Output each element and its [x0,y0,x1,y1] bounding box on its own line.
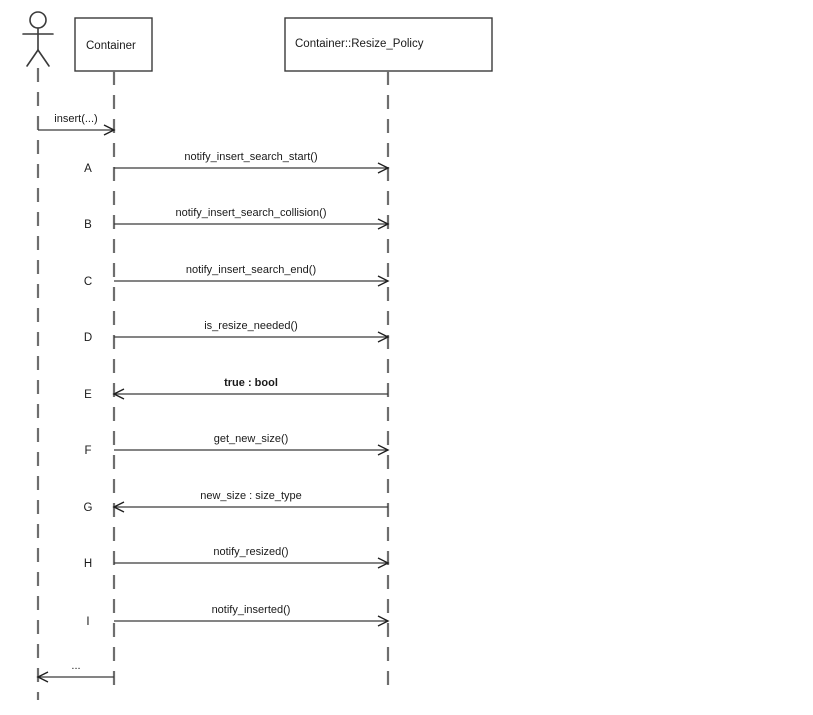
message-c[interactable]: notify_insert_search_end() C [84,264,390,288]
message-d[interactable]: is_resize_needed() D [84,320,390,344]
step-label-c: C [84,276,92,288]
message-label: ... [71,660,80,672]
message-unlabeled-0[interactable]: insert(...) [38,113,116,136]
step-label-e: E [84,389,92,401]
step-label-h: H [84,558,92,570]
participant-label-resize-policy: Container::Resize_Policy [295,38,424,50]
message-label: new_size : size_type [200,490,302,502]
message-i[interactable]: notify_inserted() I [86,604,390,628]
participant-label-container: Container [86,40,136,52]
message-arrowhead [377,444,390,456]
message-f[interactable]: get_new_size() F [84,433,390,457]
step-label-g: G [84,502,93,514]
message-arrowhead [103,124,116,136]
actor-stick-figure-icon [22,11,54,67]
message-label: get_new_size() [214,433,289,445]
message-label: notify_insert_search_end() [186,264,316,276]
message-arrowhead [377,615,390,627]
message-arrowhead [36,671,49,683]
message-arrowhead [112,388,125,400]
messages-layer: insert(...) notify_insert_search_start() A… [36,113,390,683]
message-arrowhead [377,218,390,230]
participant-box-resize-policy[interactable] [284,17,493,72]
step-label-b: B [84,219,92,231]
message-a[interactable]: notify_insert_search_start() A [84,151,390,175]
message-label: true : bool [224,377,278,389]
message-arrowhead [377,275,390,287]
message-arrowhead [112,501,125,513]
message-label: notify_resized() [213,546,288,558]
message-label: notify_insert_search_start() [184,151,317,163]
message-label: insert(...) [54,113,97,125]
message-arrowhead [377,162,390,174]
message-h[interactable]: notify_resized() H [84,546,390,570]
message-arrowhead [377,331,390,343]
step-label-i: I [86,616,89,628]
message-label: notify_insert_search_collision() [175,207,326,219]
message-label: is_resize_needed() [204,320,298,332]
message-label: notify_inserted() [212,604,291,616]
message-b[interactable]: notify_insert_search_collision() B [84,207,390,231]
participant-box-container[interactable] [74,17,153,72]
step-label-f: F [84,445,91,457]
step-label-d: D [84,332,92,344]
message-arrowhead [377,557,390,569]
step-label-a: A [84,163,92,175]
message-unlabeled-10[interactable]: ... [36,660,114,683]
